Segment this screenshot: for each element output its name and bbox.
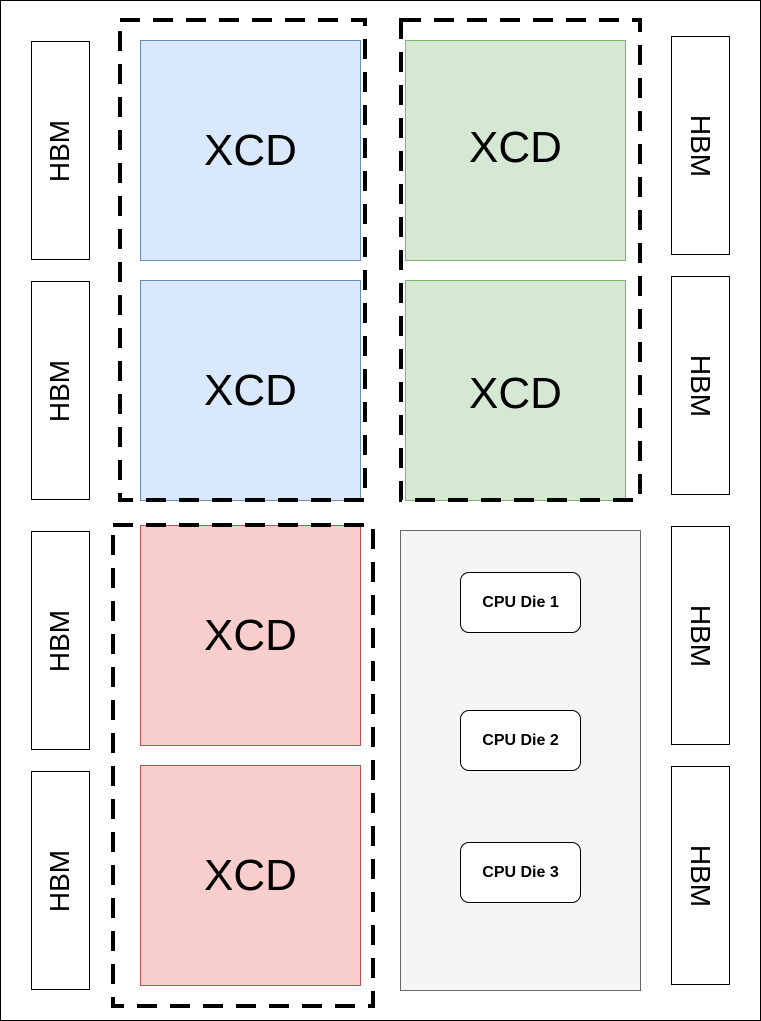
hbm-label: HBM — [44, 609, 76, 672]
xcd-label: XCD — [204, 610, 297, 660]
hbm-stack-left-1: HBM — [31, 41, 90, 260]
hbm-label: HBM — [685, 604, 717, 667]
xcd-blue-1: XCD — [140, 40, 361, 261]
hbm-label: HBM — [44, 119, 76, 182]
xcd-label: XCD — [469, 122, 562, 172]
cpu-die-label: CPU Die 1 — [482, 593, 559, 611]
xcd-blue-2: XCD — [140, 280, 361, 501]
hbm-stack-left-4: HBM — [31, 771, 90, 990]
cpu-die-2: CPU Die 2 — [460, 710, 581, 771]
xcd-green-2: XCD — [405, 280, 626, 501]
xcd-label: XCD — [204, 125, 297, 175]
xcd-green-1: XCD — [405, 40, 626, 261]
cpu-die-label: CPU Die 2 — [482, 731, 559, 749]
hbm-stack-right-3: HBM — [671, 526, 730, 745]
hbm-stack-right-1: HBM — [671, 36, 730, 255]
hbm-stack-left-3: HBM — [31, 531, 90, 750]
xcd-red-2: XCD — [140, 765, 361, 986]
hbm-label: HBM — [685, 844, 717, 907]
cpu-die-1: CPU Die 1 — [460, 572, 581, 633]
xcd-label: XCD — [469, 368, 562, 418]
hbm-label: HBM — [685, 114, 717, 177]
xcd-red-1: XCD — [140, 525, 361, 746]
hbm-stack-right-2: HBM — [671, 276, 730, 495]
xcd-label: XCD — [204, 850, 297, 900]
hbm-label: HBM — [44, 849, 76, 912]
hbm-stack-left-2: HBM — [31, 281, 90, 500]
xcd-label: XCD — [204, 365, 297, 415]
cpu-die-label: CPU Die 3 — [482, 863, 559, 881]
hbm-stack-right-4: HBM — [671, 766, 730, 985]
hbm-label: HBM — [44, 359, 76, 422]
hbm-label: HBM — [685, 354, 717, 417]
cpu-die-3: CPU Die 3 — [460, 842, 581, 903]
